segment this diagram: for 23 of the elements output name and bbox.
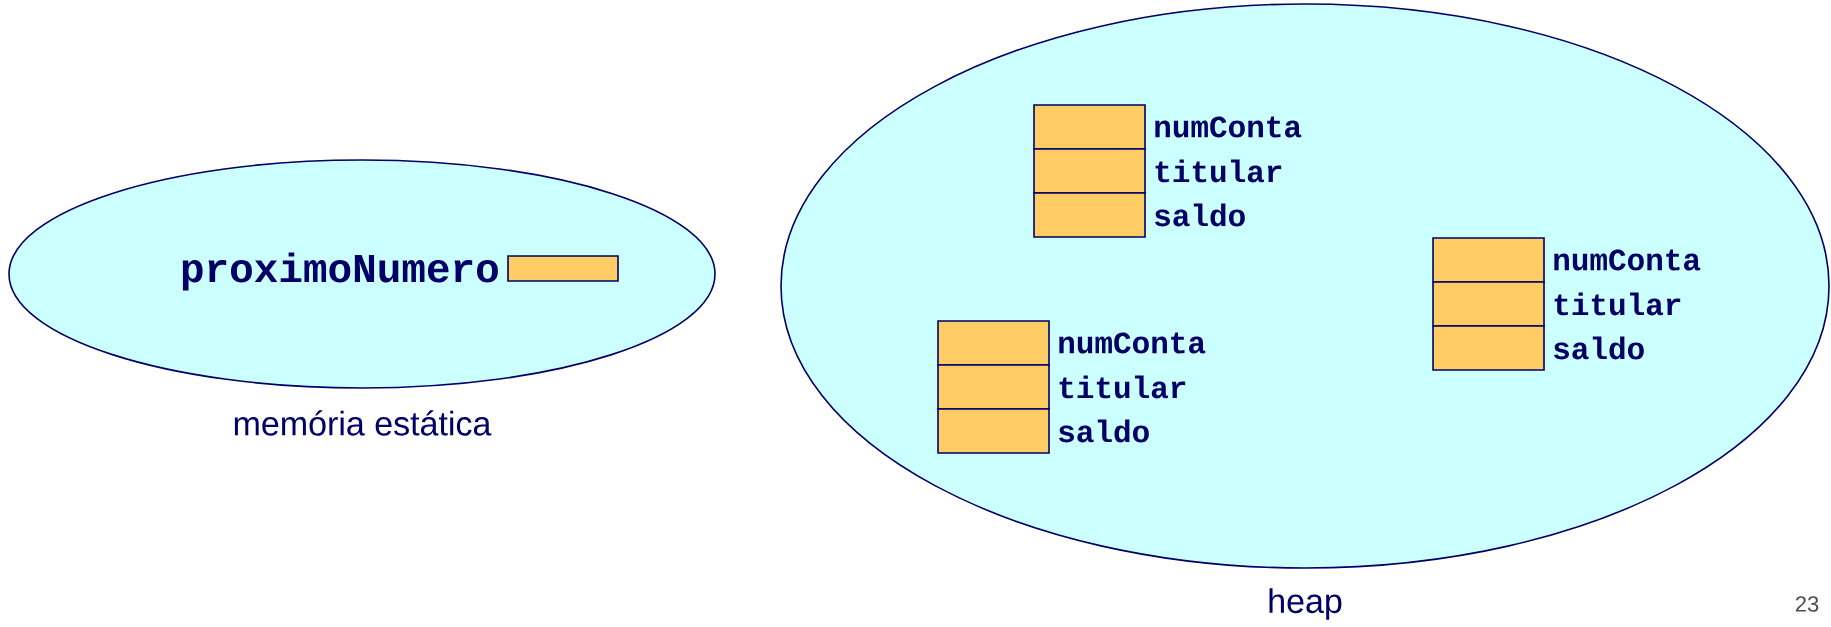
memory-cell	[1033, 104, 1146, 150]
field-name: titular	[1155, 159, 1282, 183]
memory-cell	[937, 408, 1050, 454]
memory-cell	[1033, 148, 1146, 194]
memory-cell	[1432, 325, 1545, 371]
field-name: saldo	[1155, 203, 1245, 227]
field-name: titular	[1554, 292, 1681, 316]
field-name: saldo	[1554, 336, 1644, 360]
field-name: numConta	[1554, 249, 1701, 271]
field-name: saldo	[1059, 419, 1149, 443]
memory-cell	[937, 364, 1050, 410]
memory-cell	[1432, 281, 1545, 327]
variable-name: proximoNumero	[182, 252, 498, 291]
memory-cell	[1033, 192, 1146, 238]
field-name: numConta	[1059, 332, 1206, 354]
field-name: titular	[1059, 375, 1186, 399]
page-number: 23	[1795, 596, 1819, 612]
memory-cell	[1432, 237, 1545, 283]
node-label: memória estática	[234, 410, 492, 436]
memory-cell	[937, 320, 1050, 366]
field-name: numConta	[1155, 116, 1302, 138]
node-label: heap	[1269, 588, 1342, 620]
memory-cell	[507, 255, 619, 282]
